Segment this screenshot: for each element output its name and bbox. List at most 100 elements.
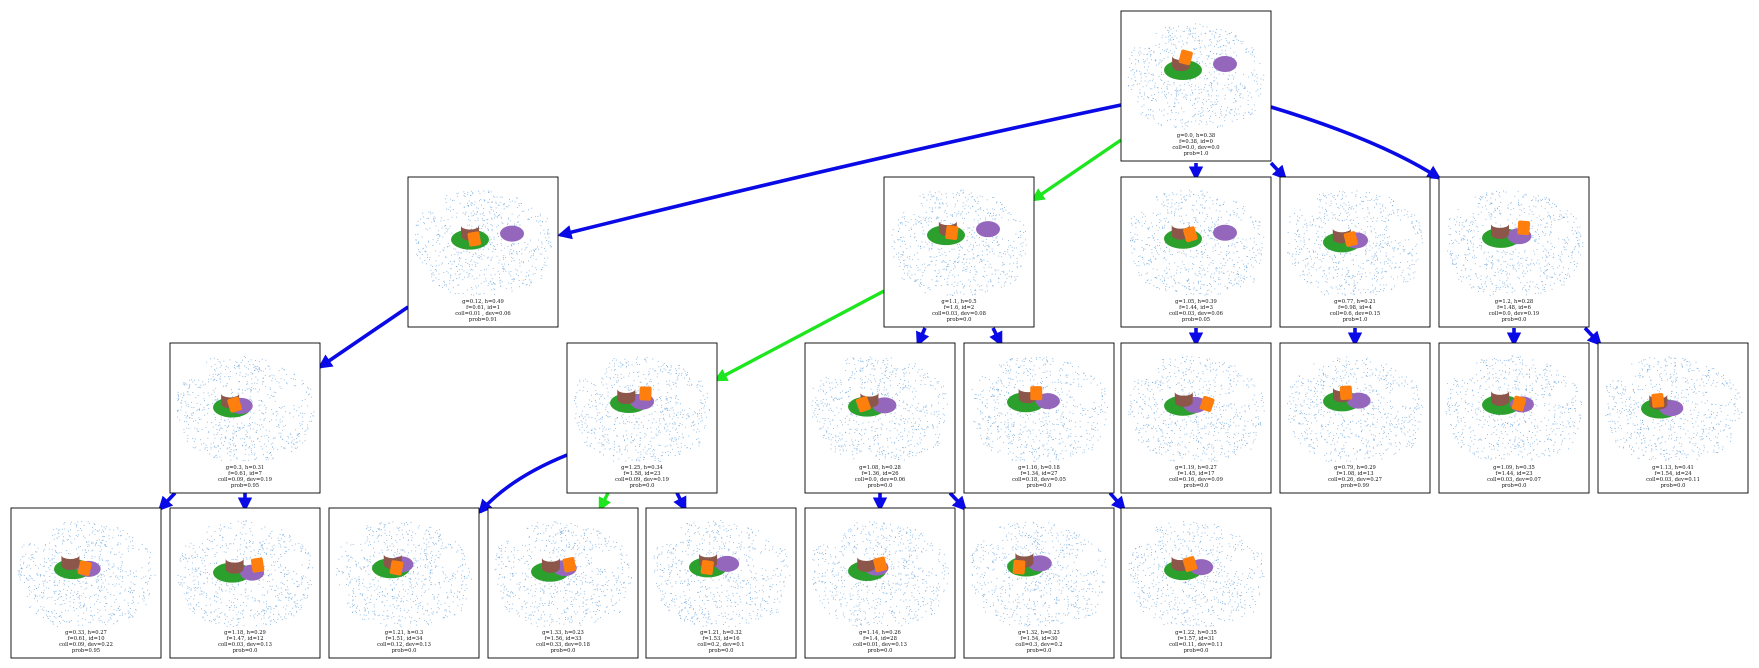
node-frame (1279, 176, 1431, 328)
node-caption-line: prob=0.0 (1502, 483, 1527, 489)
node-caption-line: coll=0.6, dev=0.15 (1330, 311, 1380, 317)
scene-objects (1164, 224, 1238, 249)
orange-cup (1517, 220, 1531, 236)
node-caption-line: coll=0.3, dev=0.2 (1015, 642, 1062, 648)
node-caption-line: coll=0.26, dev=0.27 (1328, 477, 1382, 483)
node-caption-line: f=0.98, id=4 (1338, 305, 1372, 311)
node-caption-line: g=1.21, h=0.32 (700, 630, 742, 636)
scene-objects (927, 221, 1001, 246)
orange-cup (1511, 395, 1527, 412)
node-caption-line: g=1.2, h=0.28 (1495, 299, 1533, 305)
orange-cup (639, 386, 652, 401)
brown-basket (225, 558, 244, 574)
node-caption-line: g=1.09, h=0.35 (1493, 465, 1535, 471)
scene-objects (213, 557, 265, 583)
node-caption-line: prob=0.0 (868, 483, 893, 489)
node-caption-line: g=1.05, h=0.39 (1175, 299, 1217, 305)
point-cloud (1605, 356, 1743, 461)
tree-edge-n7-n16 (478, 453, 568, 515)
node-caption-line: coll=0.09, dev=0.22 (59, 642, 113, 648)
node-caption-line: f=1.45, id=17 (1177, 471, 1214, 477)
tree-edge-n9-n21 (1108, 491, 1126, 512)
node-caption-line: prob=0.0 (1184, 648, 1209, 654)
orange-cup (77, 560, 92, 576)
node-caption-line: f=1.4, id=28 (863, 636, 897, 642)
orange-cup (1182, 556, 1198, 572)
scene-objects (1007, 386, 1060, 413)
scene-objects (1482, 220, 1532, 248)
node-caption-line: g=0.33, h=0.27 (65, 630, 107, 636)
node-caption-line: coll=0.2, dev=0.1 (697, 642, 744, 648)
orange-cup (945, 225, 959, 241)
orange-cup (1183, 226, 1198, 243)
node-frame (883, 176, 1035, 328)
node-caption-line: coll=0.0, dev=0.0 (1172, 145, 1219, 151)
purple-bowl (1213, 224, 1238, 241)
node-frame (407, 176, 559, 328)
node-caption-line: f=1.48, id=6 (1497, 305, 1531, 311)
tree-edge-n2-n7 (713, 289, 885, 382)
node-caption-line: f=1.44, id=23 (1495, 471, 1532, 477)
node-caption-line: f=1.44, id=3 (1179, 305, 1213, 311)
node-caption-line: g=1.33, h=0.23 (542, 630, 584, 636)
node-caption-line: f=0.61, id=10 (67, 636, 104, 642)
orange-cup (562, 557, 577, 573)
node-caption-line: g=1.18, h=0.29 (224, 630, 266, 636)
node-caption-line: g=1.14, h=0.26 (859, 630, 901, 636)
node-caption-line: g=0.12, h=0.49 (462, 299, 504, 305)
tree-edge-n8-n20 (948, 491, 967, 512)
tree-edge-n2-n8 (916, 327, 930, 347)
tree-edge-n0-n5 (1270, 105, 1442, 180)
scene-objects (451, 225, 525, 250)
scene-objects (531, 557, 577, 582)
node-caption-line: g=1.25, h=0.34 (621, 465, 663, 471)
node-caption-line: f=1.34, id=27 (1020, 471, 1057, 477)
node-frame (1438, 176, 1590, 328)
node-caption-line: g=1.1, h=0.5 (941, 299, 976, 305)
node-frame (804, 507, 956, 659)
tree-edge-n0-n1 (557, 103, 1122, 240)
orange-cup (250, 557, 265, 573)
scene-objects (610, 386, 655, 414)
node-caption-line: coll=0.16, dev=0.09 (1169, 477, 1223, 483)
orange-cup (1651, 393, 1665, 408)
orange-cup (227, 396, 242, 413)
node-frame (1279, 342, 1431, 494)
orange-cup (700, 560, 714, 575)
node-caption-line: f=0.38, id=0 (1179, 139, 1213, 145)
node-caption-line: prob=0.0 (392, 648, 417, 654)
node-caption-line: coll=0.03, dev=0.06 (1169, 311, 1223, 317)
node-caption-line: f=0.61, id=1 (466, 305, 500, 311)
point-cloud (1445, 355, 1583, 461)
orange-cup (389, 560, 404, 576)
scene-objects (1323, 385, 1371, 412)
node-caption-line: coll=0.09, dev=0.19 (615, 477, 669, 483)
node-caption-line: prob=0.05 (1182, 317, 1210, 323)
node-caption-line: prob=0.0 (1027, 648, 1052, 654)
node-caption-line: coll=0.03, dev=0.11 (1646, 477, 1700, 483)
node-caption-line: f=1.6, id=2 (944, 305, 974, 311)
node-caption-line: prob=0.0 (1184, 483, 1209, 489)
node-caption-line: coll=0.0, dev=0.19 (1489, 311, 1539, 317)
brown-basket (541, 557, 560, 573)
scene-objects (1482, 390, 1534, 415)
orange-cup (1178, 49, 1193, 66)
point-cloud (1128, 521, 1265, 627)
point-cloud (1447, 190, 1584, 296)
node-caption-line: g=0.77, h=0.21 (1334, 299, 1376, 305)
